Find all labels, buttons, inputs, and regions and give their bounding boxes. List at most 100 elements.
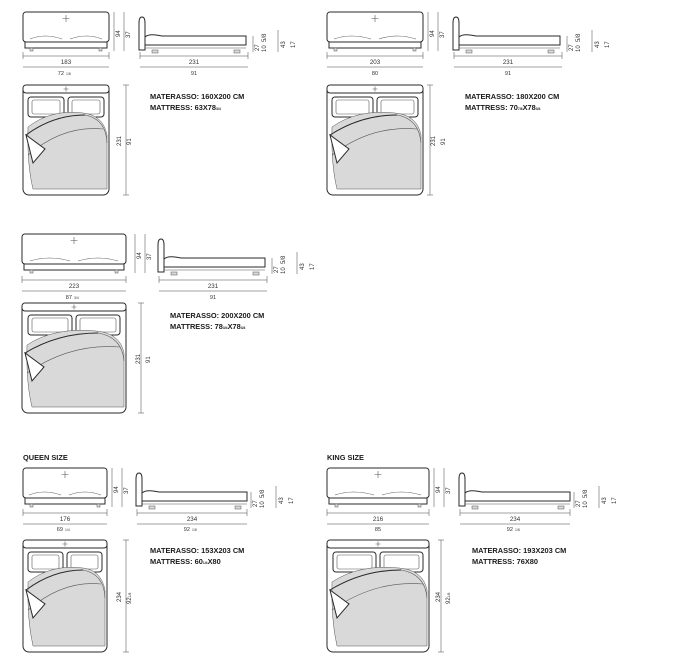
bed-200-side-view — [157, 238, 266, 276]
bed-200-front-view — [21, 233, 127, 274]
bed-180-front-height: 94 — [430, 30, 436, 37]
bed-160-side-view — [138, 16, 247, 54]
bed-king-group: KING SIZE 216 85 94 37 234 92 — [326, 453, 618, 653]
bed-160-side-length: 231 — [189, 59, 200, 66]
bed-king-frame-frac: 5/8 — [583, 489, 589, 498]
bed-queen-side-length: 234 — [187, 516, 198, 523]
bed-queen-top-length-in: 921/8 — [127, 592, 133, 604]
bed-160-group: 183 72 1/8 94 37 231 91 27 10 5/8 43 17 — [22, 11, 297, 196]
bed-queen-frame-h: 27 — [253, 500, 259, 507]
bed-queen-spec-en: MATTRESS: 601/4X80 — [150, 557, 221, 566]
bed-200-group: 223 87 3/4 94 37 231 91 27 10 5/8 43 17 — [21, 233, 316, 414]
bed-180-front-view — [326, 11, 424, 52]
bed-180-seat-h-in: 17 — [605, 41, 611, 48]
bed-queen-front-height: 94 — [114, 486, 120, 493]
bed-200-front-height-in: 37 — [147, 253, 153, 260]
bed-queen-front-view — [22, 467, 108, 508]
bed-queen-frame-h-in: 10 — [260, 501, 266, 508]
bed-160-side-length-in: 91 — [191, 71, 197, 77]
bed-queen-front-height-in: 37 — [124, 487, 130, 494]
bed-queen-top-length: 234 — [117, 591, 123, 602]
bed-king-front-width: 216 — [373, 516, 384, 523]
bed-queen-front-width-frac: 1/4 — [65, 528, 70, 532]
bed-200-spec-it: MATERASSO: 200X200 CM — [170, 311, 264, 320]
bed-king-front-height: 94 — [436, 486, 442, 493]
bed-queen-front-width-in: 69 — [57, 527, 63, 533]
bed-180-top-length: 231 — [431, 135, 437, 146]
bed-king-side-length-frac: 1/8 — [515, 528, 520, 532]
bed-queen-seat-h-in: 17 — [289, 497, 295, 504]
bed-160-top-length-in: 91 — [127, 138, 133, 145]
bed-160-frame-frac: 5/8 — [262, 33, 268, 42]
bed-200-seat-h: 43 — [300, 263, 306, 270]
bed-180-top-length-in: 91 — [441, 138, 447, 145]
bed-king-top-length: 234 — [436, 591, 442, 602]
bed-180-frame-frac: 5/8 — [576, 33, 582, 42]
bed-180-side-view — [452, 16, 561, 54]
bed-king-spec-it: MATERASSO: 193X203 CM — [472, 546, 566, 555]
bed-200-frame-frac: 5/8 — [281, 255, 287, 264]
bed-160-front-width: 183 — [61, 59, 72, 66]
bed-180-spec-it: MATERASSO: 180X200 CM — [465, 92, 559, 101]
bed-king-frame-h: 27 — [576, 500, 582, 507]
bed-160-front-height: 94 — [116, 30, 122, 37]
bed-queen-frame-frac: 5/8 — [260, 489, 266, 498]
bed-queen-top-view — [22, 539, 108, 653]
bed-queen-side-length-frac: 1/8 — [192, 528, 197, 532]
bed-queen-front-width: 176 — [60, 516, 71, 523]
bed-200-front-width: 223 — [69, 283, 80, 290]
bed-180-side-length: 231 — [503, 59, 514, 66]
bed-queen-side-length-in: 92 — [184, 527, 190, 533]
bed-king-top-length-in: 921/8 — [446, 592, 452, 604]
bed-200-seat-h-in: 17 — [310, 263, 316, 270]
bed-180-front-width-in: 80 — [372, 71, 378, 77]
bed-180-frame-h-in: 10 — [576, 45, 582, 52]
bed-200-top-view — [21, 302, 127, 414]
bed-king-front-view — [326, 467, 430, 508]
bed-160-spec-en: MATTRESS: 63X783/4 — [150, 103, 221, 112]
bed-200-top-length-in: 91 — [146, 356, 152, 363]
bed-180-side-length-in: 91 — [505, 71, 511, 77]
bed-160-seat-h-in: 17 — [291, 41, 297, 48]
bed-160-front-view — [22, 11, 110, 52]
bed-160-front-width-frac: 1/8 — [66, 72, 71, 76]
bed-queen-seat-h: 43 — [279, 497, 285, 504]
bed-160-frame-h-in: 10 — [262, 45, 268, 52]
bed-queen-group: QUEEN SIZE 176 69 1/4 94 37 234 — [22, 453, 295, 653]
bed-200-front-width-in: 87 — [66, 295, 72, 301]
bed-180-frame-h: 27 — [569, 44, 575, 51]
bed-king-seat-h: 43 — [602, 497, 608, 504]
bed-200-frame-h-in: 10 — [281, 267, 287, 274]
bed-180-group: 203 80 94 37 231 91 27 10 5/8 43 17 — [326, 11, 611, 196]
bed-180-front-width: 203 — [370, 59, 381, 66]
bed-king-spec-en: MATTRESS: 76X80 — [472, 557, 538, 566]
bed-180-front-height-in: 37 — [440, 31, 446, 38]
bed-king-top-view — [326, 539, 430, 653]
bed-king-side-length: 234 — [510, 516, 521, 523]
bed-200-side-length-in: 91 — [210, 295, 216, 301]
bed-king-front-width-in: 85 — [375, 527, 381, 533]
bed-180-seat-h: 43 — [595, 41, 601, 48]
bed-160-top-view — [22, 84, 110, 196]
bed-queen-spec-it: MATERASSO: 153X203 CM — [150, 546, 244, 555]
bed-king-front-height-in: 37 — [446, 487, 452, 494]
bed-king-frame-h-in: 10 — [583, 501, 589, 508]
bed-160-front-width-in: 72 — [58, 71, 64, 77]
bed-160-frame-h: 27 — [255, 44, 261, 51]
bed-200-front-width-frac: 3/4 — [74, 296, 79, 300]
bed-160-top-length: 231 — [117, 135, 123, 146]
bed-200-top-length: 231 — [136, 353, 142, 364]
bed-queen-side-view — [135, 472, 248, 510]
bed-180-top-view — [326, 84, 424, 196]
bed-160-seat-h: 43 — [281, 41, 287, 48]
bed-180-spec-en: MATTRESS: 707/8X783/4 — [465, 103, 541, 112]
bed-160-spec-it: MATERASSO: 160X200 CM — [150, 92, 244, 101]
bed-200-side-length: 231 — [208, 283, 219, 290]
bed-200-spec-en: MATTRESS: 783/4X783/4 — [170, 322, 246, 331]
bed-200-frame-h: 27 — [274, 266, 280, 273]
bed-king-side-length-in: 92 — [507, 527, 513, 533]
king-size-label: KING SIZE — [327, 453, 364, 462]
bed-200-front-height: 94 — [137, 252, 143, 259]
bed-160-front-height-in: 37 — [126, 31, 132, 38]
